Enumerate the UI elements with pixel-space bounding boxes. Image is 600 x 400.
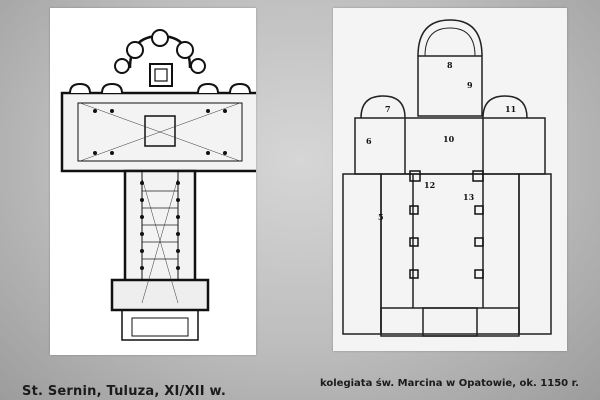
opatow-floor-plan: 5 6 7 8 9 10 11 12 13 [342,19,552,337]
room-number: 12 [424,180,435,190]
room-number: 8 [447,60,453,70]
opatow-caption: kolegiata św. Marcina w Opatowie, ok. 11… [320,378,579,389]
room-number: 6 [366,136,372,146]
st-sernin-plan-card [50,8,256,355]
opatow-plan-card: 5 6 7 8 9 10 11 12 13 [333,8,567,351]
room-number: 7 [385,104,391,114]
room-number: 5 [378,212,384,222]
room-number: 13 [463,192,475,202]
st-sernin-caption: St. Sernin, Tuluza, XI/XII w. [22,384,227,399]
room-number: 11 [505,104,516,114]
room-number: 9 [467,80,473,90]
room-number: 10 [443,134,455,144]
st-sernin-floor-plan [60,29,256,341]
